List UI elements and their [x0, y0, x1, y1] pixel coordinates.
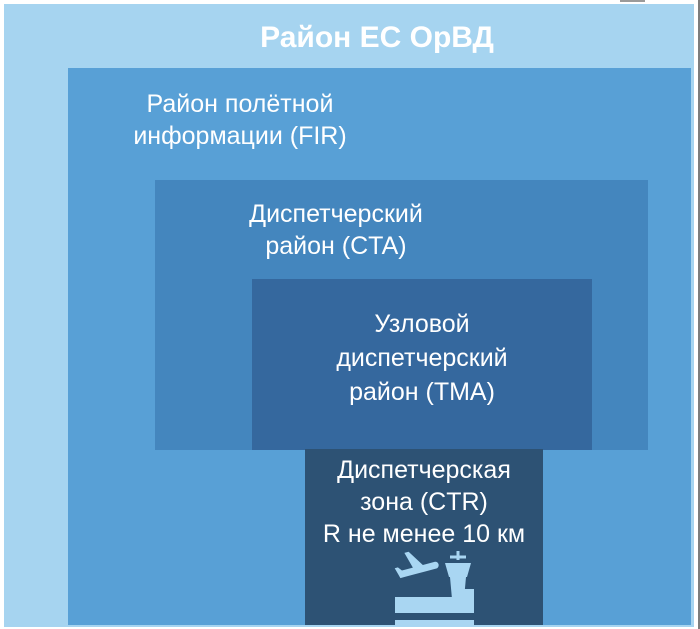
zone-tma-label: Узловой диспетчерский район (TMA): [252, 307, 592, 409]
window-top-edge-artifact: [620, 0, 645, 2]
zone-cta-label-line1: Диспетчерский: [249, 200, 423, 228]
zone-tma-label-line2: диспетчерский: [336, 344, 508, 372]
zone-orvd-box: Район ЕС ОрВД Район полётной информации …: [4, 4, 694, 627]
zone-tma-label-line1: Узловой: [374, 310, 470, 338]
window-right-edge-line: [698, 0, 700, 629]
zone-ctr-box: Диспетчерская зона (CTR) R не менее 10 к…: [305, 449, 543, 627]
zone-fir-box: Район полётной информации (FIR) Диспетче…: [68, 68, 691, 627]
airport-icon-shapes: [394, 551, 474, 627]
zone-tma-box: Узловой диспетчерский район (TMA): [252, 279, 592, 450]
zone-fir-label: Район полётной информации (FIR): [68, 88, 412, 152]
zone-cta-box: Диспетчерский район (CTA) Узловой диспет…: [155, 180, 648, 450]
zone-tma-label-line3: район (TMA): [349, 378, 495, 406]
zone-ctr-label: Диспетчерская зона (CTR) R не менее 10 к…: [305, 454, 543, 550]
tower-base-step: [462, 589, 474, 599]
zone-fir-label-line2: информации (FIR): [133, 122, 347, 150]
terminal-building-bar: [395, 597, 474, 613]
tower-cab: [445, 563, 471, 577]
terminal-lower-bar: [395, 620, 474, 627]
zone-fir-label-line1: Район полётной: [146, 90, 334, 118]
tower-antenna-crossbar: [450, 555, 466, 559]
zone-ctr-label-line2: зона (CTR): [360, 488, 488, 516]
airplane-takeoff-and-control-tower-icon: [394, 551, 474, 627]
airplane-takeoff-glyph: [394, 551, 439, 579]
zone-orvd-title: Район ЕС ОрВД: [260, 21, 494, 54]
zone-ctr-label-line1: Диспетчерская: [337, 456, 511, 484]
zone-cta-label-line2: район (CTA): [265, 232, 407, 260]
zone-cta-label: Диспетчерский район (CTA): [155, 198, 517, 262]
zone-ctr-label-line3: R не менее 10 км: [322, 520, 526, 548]
